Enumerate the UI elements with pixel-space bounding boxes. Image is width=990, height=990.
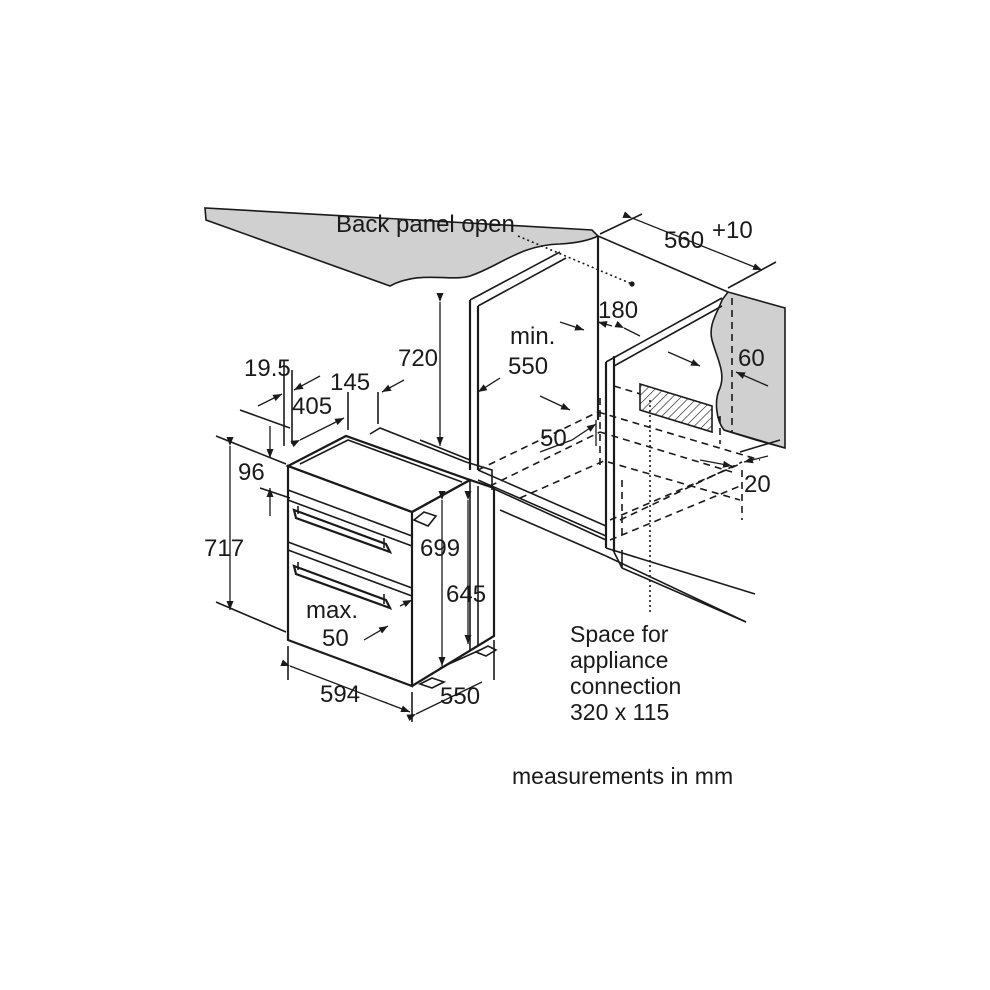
labels: Back panel open 560 +10 180 720 min. 550… [204,211,771,789]
caption-line-2: appliance [570,647,668,673]
cabinet-niche [468,235,761,623]
caption-line-4: 320 x 115 [570,699,669,725]
caption-line-1: Space for [570,621,669,647]
worktop-left [204,207,600,287]
dim-560-tolerance: +10 [712,217,753,244]
dim-645: 645 [446,581,486,608]
dim-min-label: min. [510,323,555,350]
units-note: measurements in mm [512,763,733,789]
dim-20: 20 [744,471,771,498]
dim-max-value: 50 [322,625,349,652]
dim-19-5: 19.5 [244,355,291,382]
dim-699: 699 [420,535,460,562]
dim-145: 145 [330,369,370,396]
dim-550-oven: 550 [440,683,480,710]
caption-line-3: connection [570,673,681,699]
dim-405: 405 [292,393,332,420]
dim-60: 60 [738,345,765,372]
dim-min-value: 550 [508,353,548,380]
dimension-lines [215,211,781,722]
dim-180: 180 [598,297,638,324]
back-panel-label: Back panel open [336,211,515,238]
dim-720: 720 [398,345,438,372]
dim-max-label: max. [306,597,358,624]
dim-594: 594 [320,681,360,708]
double-oven [285,427,498,689]
dim-560: 560 [664,227,704,254]
dim-50-niche: 50 [540,425,567,452]
dim-717: 717 [204,535,244,562]
worktop-right [710,291,786,450]
dim-96: 96 [238,459,265,486]
